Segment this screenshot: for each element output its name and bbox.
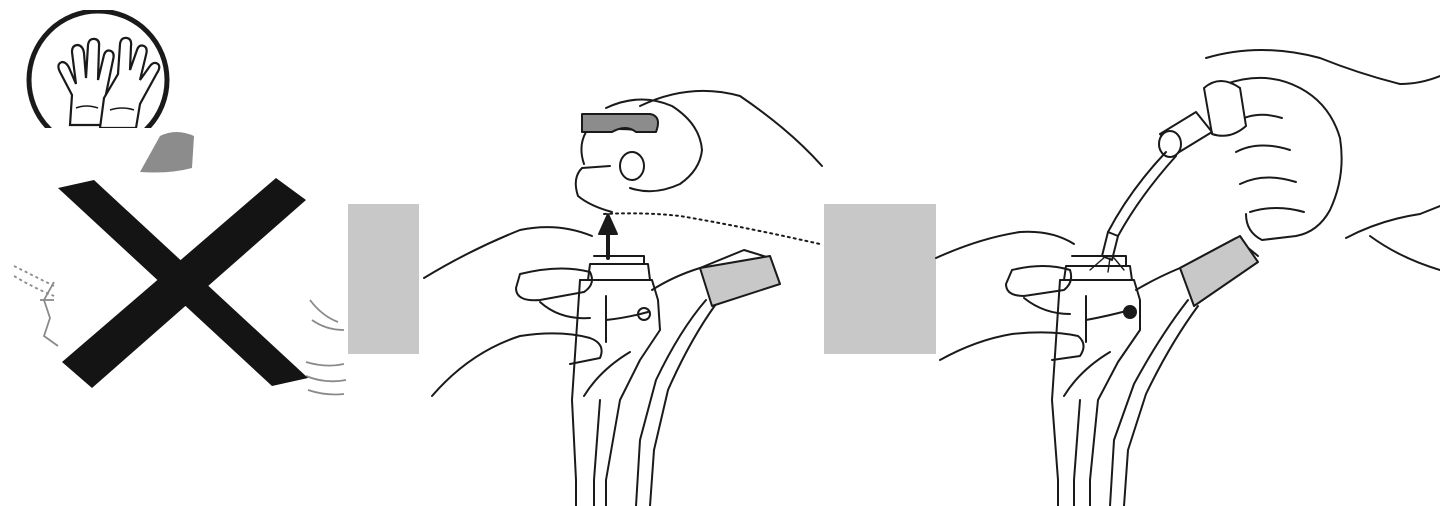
cap-fragment	[140, 132, 194, 173]
lower-hand-2	[936, 232, 1084, 360]
panel-2-remove-cap	[424, 91, 822, 506]
endoscope-handle	[572, 256, 660, 506]
light-guide-cable	[636, 250, 780, 506]
lower-hand	[424, 227, 602, 396]
syringe	[1090, 81, 1246, 272]
panel-3-flush	[936, 50, 1440, 506]
step-separator-2	[824, 204, 936, 354]
prohibition-x-icon	[58, 178, 308, 388]
valve-cap	[582, 114, 658, 132]
panel-1-do-not	[14, 11, 346, 395]
arrow-up-icon	[599, 214, 617, 258]
step-separator-1	[348, 204, 419, 354]
gloves-icon	[29, 11, 167, 149]
